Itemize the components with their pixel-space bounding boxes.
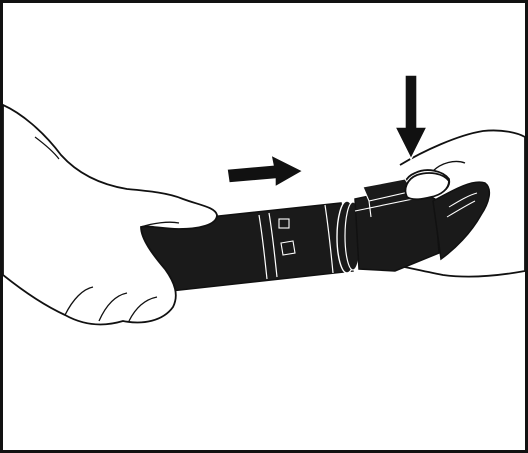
- illustration-canvas: [3, 3, 525, 450]
- down-arrow-icon: [395, 75, 427, 159]
- right-arrow-icon: [227, 155, 303, 187]
- left-hand-icon: [3, 105, 217, 324]
